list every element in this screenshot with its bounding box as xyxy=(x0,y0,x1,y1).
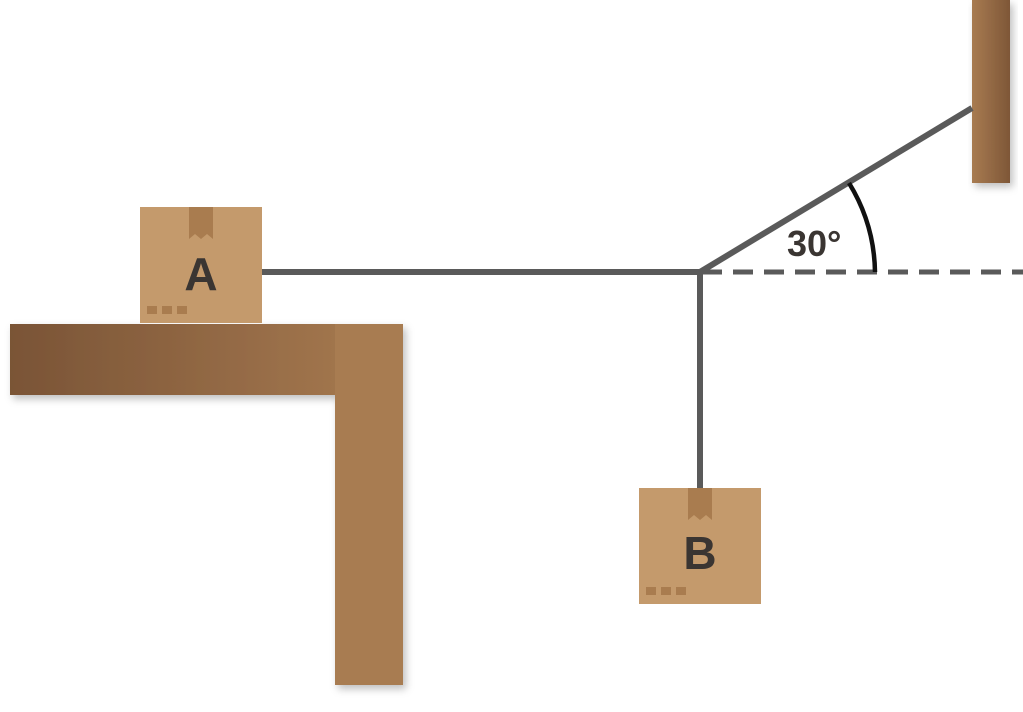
angle-arc xyxy=(847,181,878,273)
block-a-mark-3 xyxy=(177,306,187,314)
rope-to-wall xyxy=(698,105,974,275)
table-support xyxy=(10,324,403,685)
block-b-tape xyxy=(688,488,712,520)
block-a-tape xyxy=(189,207,213,239)
block-b: B xyxy=(639,488,761,604)
block-b-mark-2 xyxy=(661,587,671,595)
table-leg xyxy=(335,324,403,685)
block-a-label: A xyxy=(184,248,217,300)
block-b-label: B xyxy=(683,527,716,579)
block-b-mark-3 xyxy=(676,587,686,595)
block-a-mark-2 xyxy=(162,306,172,314)
block-a-mark-1 xyxy=(147,306,157,314)
wall-anchor xyxy=(972,0,1010,183)
block-a: A xyxy=(140,207,262,323)
block-b-mark-1 xyxy=(646,587,656,595)
angle-label: 30° xyxy=(787,223,841,264)
